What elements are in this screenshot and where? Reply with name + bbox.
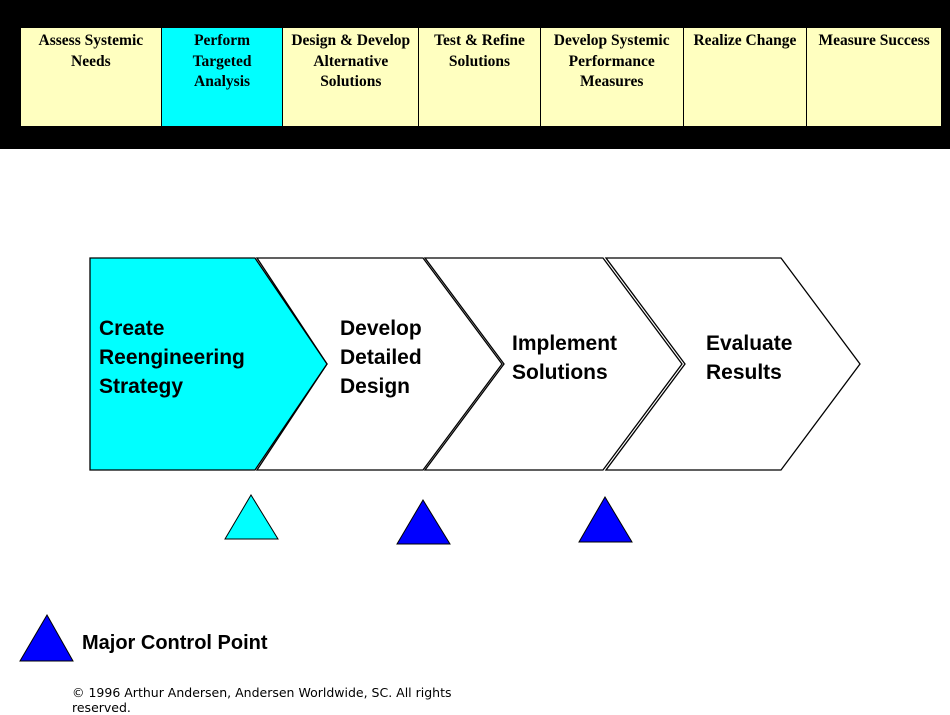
chevron-implement-solutions [423, 257, 683, 471]
legend-label: Major Control Point [82, 632, 268, 654]
phase-realize-change: Realize Change [682, 28, 807, 126]
control-point-major-triangle [578, 496, 633, 543]
phase-assess-systemic-needs: Assess Systemic Needs [21, 28, 161, 126]
phase-table: Assess Systemic Needs Perform Targeted A… [20, 27, 942, 127]
phase-header-band: Assess Systemic Needs Perform Targeted A… [0, 0, 950, 149]
step-label-create-strategy: Create Reengineering Strategy [99, 317, 245, 398]
copyright-notice: © 1996 Arthur Andersen, Andersen Worldwi… [72, 685, 452, 715]
phase-test-refine-solutions: Test & Refine Solutions [418, 28, 540, 126]
step-label-evaluate-results: Evaluate Results [706, 332, 793, 384]
step-label-implement-solutions: Implement Solutions [512, 332, 618, 384]
chevron-evaluate-results [604, 257, 861, 471]
step-label-develop-design: Develop Detailed Design [340, 317, 422, 398]
control-point-minor-triangle [224, 494, 279, 540]
phase-measure-success: Measure Success [806, 28, 941, 126]
phase-design-develop-alternatives: Design & Develop Alternative Solutions [282, 28, 419, 126]
phase-perform-targeted-analysis: Perform Targeted Analysis [160, 28, 283, 126]
legend-major-triangle [19, 613, 74, 662]
chevron-create-strategy [89, 257, 328, 471]
phase-develop-performance-measures: Develop Systemic Performance Measures [539, 28, 683, 126]
control-point-major-triangle [396, 499, 451, 545]
